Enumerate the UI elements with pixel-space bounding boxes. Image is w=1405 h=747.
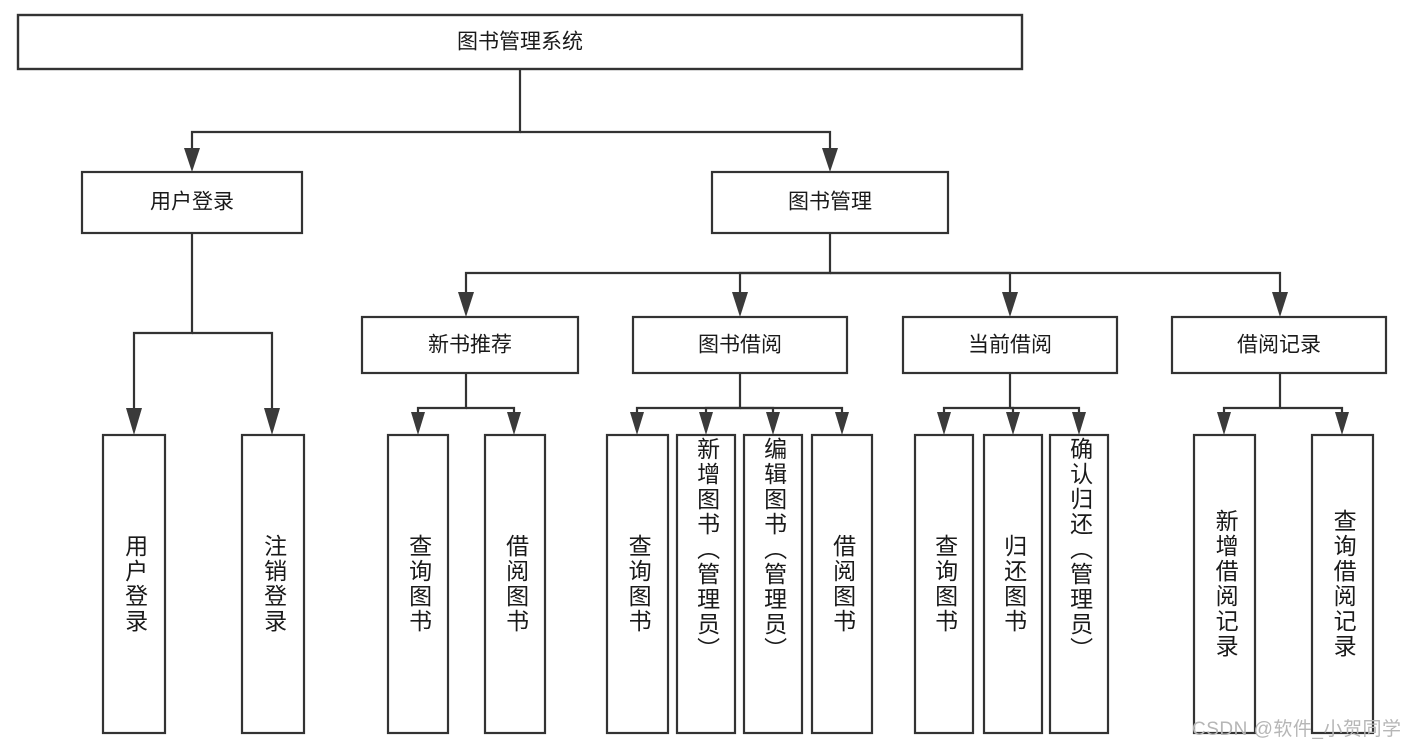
node-book-borrow-label: 图书借阅: [698, 334, 782, 357]
connector-newbook-to-leaves: [411, 373, 521, 435]
node-borrow-record[interactable]: 借阅记录: [1170, 315, 1388, 375]
node-book-management[interactable]: 图书管理: [710, 170, 950, 235]
leaf-box-return-book[interactable]: [982, 433, 1044, 735]
connector-currentborrow-to-leaves: [937, 373, 1086, 435]
leaf-box-query-book-2[interactable]: [605, 433, 670, 735]
connector-borrowrecord-to-leaves: [1217, 373, 1349, 435]
node-root-label: 图书管理系统: [457, 31, 583, 54]
node-book-borrow[interactable]: 图书借阅: [631, 315, 849, 375]
node-new-book-recommend-label: 新书推荐: [428, 334, 512, 357]
leaf-box-query-book-3[interactable]: [913, 433, 975, 735]
connector-root-to-level2: [184, 69, 838, 172]
connector-bookmgmt-to-level3: [458, 233, 1288, 317]
leaf-boxes: [101, 433, 1375, 735]
node-root[interactable]: 图书管理系统: [16, 13, 1024, 71]
leaf-box-query-book-1[interactable]: [386, 433, 450, 735]
leaf-box-logout[interactable]: [240, 433, 306, 735]
node-user-login[interactable]: 用户登录: [80, 170, 304, 235]
leaf-box-borrow-book-2[interactable]: [810, 433, 874, 735]
node-current-borrow[interactable]: 当前借阅: [901, 315, 1119, 375]
connector-userlogin-to-leaves: [126, 233, 280, 435]
leaf-box-edit-book[interactable]: [742, 433, 804, 735]
node-user-login-label: 用户登录: [150, 191, 234, 214]
node-borrow-record-label: 借阅记录: [1237, 334, 1321, 357]
leaf-box-user-login[interactable]: [101, 433, 167, 735]
node-new-book-recommend[interactable]: 新书推荐: [360, 315, 580, 375]
node-current-borrow-label: 当前借阅: [968, 334, 1052, 357]
node-book-management-label: 图书管理: [788, 191, 872, 214]
leaf-box-add-record[interactable]: [1192, 433, 1257, 735]
connector-bookborrow-to-leaves: [630, 373, 849, 435]
leaf-box-add-book[interactable]: [675, 433, 737, 735]
leaf-box-borrow-book-1[interactable]: [483, 433, 547, 735]
leaf-box-confirm-return[interactable]: [1048, 433, 1110, 735]
leaf-box-query-record[interactable]: [1310, 433, 1375, 735]
